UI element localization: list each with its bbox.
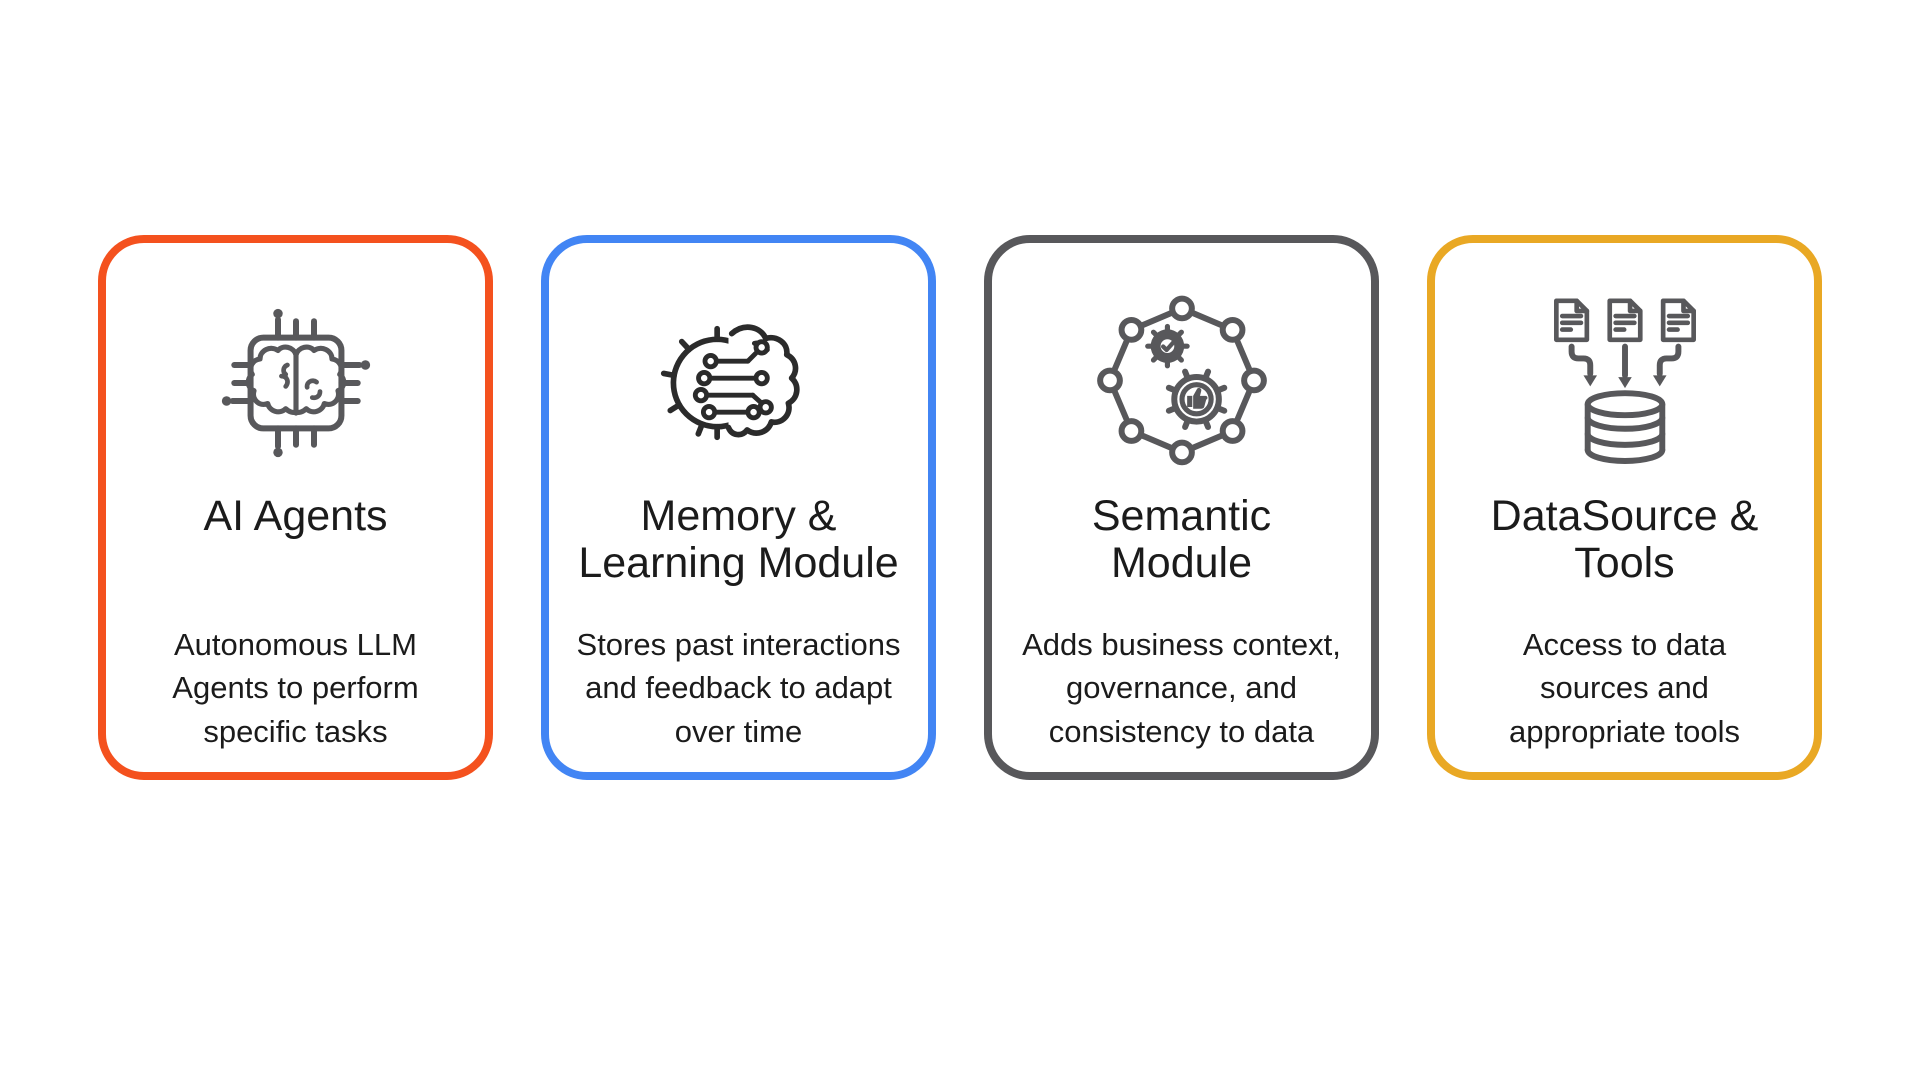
machine-learning-gear-brain-icon bbox=[549, 285, 928, 480]
documents-to-database-icon bbox=[1435, 285, 1814, 480]
card-title: AI Agents bbox=[203, 492, 388, 540]
card-semantic-module: Semantic Module Adds business context, g… bbox=[984, 235, 1379, 780]
card-title: DataSource & Tools bbox=[1490, 492, 1759, 588]
card-title: Memory & Learning Module bbox=[578, 492, 899, 588]
card-memory-learning-module: Memory & Learning Module Stores past int… bbox=[541, 235, 936, 780]
card-description: Stores past interactions and feedback to… bbox=[576, 627, 901, 749]
ai-chip-brain-icon bbox=[106, 285, 485, 480]
semantic-network-gears-icon bbox=[992, 285, 1371, 480]
card-description: Autonomous LLM Agents to perform specifi… bbox=[172, 627, 419, 749]
card-row: AI Agents Autonomous LLM Agents to perfo… bbox=[98, 235, 1822, 780]
card-ai-agents: AI Agents Autonomous LLM Agents to perfo… bbox=[98, 235, 493, 780]
card-description: Access to data sources and appropriate t… bbox=[1509, 627, 1740, 749]
card-title: Semantic Module bbox=[1091, 492, 1272, 588]
card-datasource-tools: DataSource & Tools Access to data source… bbox=[1427, 235, 1822, 780]
card-description: Adds business context, governance, and c… bbox=[1022, 627, 1341, 749]
